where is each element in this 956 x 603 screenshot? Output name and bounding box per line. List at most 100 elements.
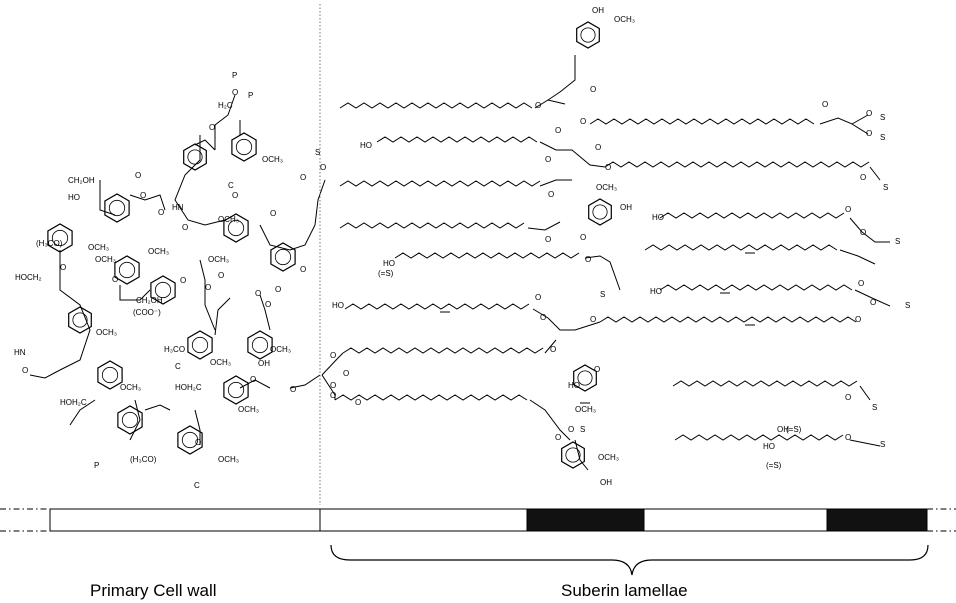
aromatic-ring-1 [231, 132, 257, 162]
phenolic-atom-label-52: O [195, 438, 201, 447]
aromatic-ring-19-inner [565, 447, 581, 463]
phenolic-atom-label-4: P [248, 91, 253, 100]
suberin-atom-label-60: S [880, 440, 885, 449]
phenolic-atom-label-46: O [250, 375, 256, 384]
suberin-light-band-1 [319, 508, 528, 532]
phenolic-bond-11 [259, 179, 326, 251]
suberin-atom-label-51: S [580, 425, 585, 434]
molecule-bond-lines [29, 55, 891, 471]
phenolic-atom-label-53: C [194, 481, 200, 490]
aromatic-ring-1-inner [235, 138, 253, 156]
suberin-brace [330, 544, 929, 576]
aromatic-ring-4-inner [227, 219, 245, 237]
phenolic-bond-14 [129, 399, 141, 441]
aromatic-ring-15-inner [181, 431, 199, 449]
aromatic-ring-7 [150, 275, 176, 305]
aliphatic-chain-16 [674, 434, 844, 441]
suberin-atom-label-23: HO [652, 213, 664, 222]
phenolic-atom-label-5: O [209, 123, 215, 132]
phenolic-atom-label-15: O [140, 191, 146, 200]
suberin-atom-label-30: S [600, 290, 605, 299]
aromatic-ring-5-inner [51, 229, 69, 247]
phenolic-bond-19 [144, 404, 171, 411]
aromatic-ring-6 [114, 255, 140, 285]
linker-bond-4 [539, 141, 606, 168]
linker-bond-7 [527, 221, 561, 231]
phenolic-atom-label-40: C [175, 362, 181, 371]
aromatic-ring-12-inner [101, 366, 119, 384]
suberin-atom-label-27: HO [383, 259, 395, 268]
aromatic-ring-17-inner [592, 204, 608, 220]
phenolic-atom-label-6: OCH₃ [262, 155, 283, 164]
linker-bond-6 [539, 179, 572, 187]
phenolic-bond-8 [29, 369, 61, 379]
aromatic-ring-15 [177, 425, 203, 455]
linker-bond-5 [869, 166, 881, 181]
phenolic-atom-label-9: S [315, 148, 320, 157]
aliphatic-chain-3 [376, 136, 538, 143]
suberin-atom-label-38: O [550, 345, 556, 354]
phenolic-atom-label-26: O [112, 275, 118, 284]
aromatic-ring-7-inner [154, 281, 172, 299]
suberin-atom-label-13: O [545, 155, 551, 164]
suberin-dark-band-2 [826, 508, 928, 532]
suberin-atom-label-26: S [895, 237, 900, 246]
aromatic-ring-14 [223, 375, 249, 405]
linker-bond-15 [859, 385, 871, 401]
phenolic-atom-label-29: CH₂OH [136, 296, 163, 305]
suberin-atom-label-42: O [343, 369, 349, 378]
suberin-atom-label-58: (=S) [766, 461, 782, 470]
aromatic-ring-5 [47, 223, 73, 253]
phenolic-atom-label-18: O [182, 223, 188, 232]
suberin-atom-label-28: (=S) [378, 269, 394, 278]
aromatic-ring-10 [187, 330, 213, 360]
aliphatic-chain-12 [599, 316, 857, 323]
linker-bond-2 [819, 114, 869, 125]
aromatic-ring-19 [561, 441, 585, 469]
phenolic-bond-7 [59, 250, 91, 371]
phenolic-atom-label-27: OCH₃ [148, 247, 169, 256]
phenolic-bond-6 [129, 194, 166, 211]
suberin-atom-label-15: O [605, 163, 611, 172]
suberin-atom-label-14: O [595, 143, 601, 152]
phenolic-atom-label-28: OCH₃ [208, 255, 229, 264]
phenolic-atom-label-25: O [60, 263, 66, 272]
linker-bond-12 [854, 289, 891, 307]
suberin-atom-label-6: O [822, 100, 828, 109]
phenolic-atom-label-56: O [300, 265, 306, 274]
suberin-atom-label-11: HO [360, 141, 372, 150]
aromatic-ring-16 [576, 21, 600, 49]
suberin-atom-label-10: S [880, 133, 885, 142]
suberin-dark-band-1 [526, 508, 645, 532]
phenolic-atom-label-10: O [300, 173, 306, 182]
linker-bond-18 [321, 352, 344, 376]
phenolic-atom-label-47: O [290, 385, 296, 394]
phenolic-atom-label-38: OCH₃ [270, 345, 291, 354]
aliphatic-chain-1 [339, 102, 533, 109]
phenolic-atom-label-51: OCH₃ [218, 455, 239, 464]
primary-wall-band [49, 508, 321, 532]
phenolic-atom-label-17: HN [172, 203, 184, 212]
phenolic-bond-5 [99, 180, 116, 216]
aliphatic-chain-15 [672, 380, 858, 387]
suberin-lamellae-label: Suberin lamellae [561, 581, 688, 600]
suberin-atom-label-49: S [872, 403, 877, 412]
suberin-atom-label-17: S [883, 183, 888, 192]
phenolic-atom-label-39: OCH₃ [210, 358, 231, 367]
cell-layer-strip [0, 508, 956, 532]
linker-bond-11 [532, 308, 601, 331]
suberin-atom-label-46: OCH₃ [575, 405, 596, 414]
phenolic-atom-label-57: O [330, 381, 336, 390]
aromatic-ring-8 [270, 242, 296, 272]
linker-bond-16 [849, 439, 881, 447]
linker-bond-13 [544, 339, 557, 354]
phenolic-atom-label-23: OCH₃ [95, 255, 116, 264]
aliphatic-chain-5 [339, 180, 541, 187]
phenolic-atom-label-2: O [232, 88, 238, 97]
suberin-atom-label-29: O [585, 255, 591, 264]
phenolic-atom-label-30: (COO⁻) [133, 308, 161, 317]
suberin-atom-label-50: O [568, 425, 574, 434]
suberin-atom-label-54: OH [600, 478, 612, 487]
phenolic-atom-label-50: (H₃CO) [130, 455, 157, 464]
phenolic-atom-label-42: O [205, 283, 211, 292]
